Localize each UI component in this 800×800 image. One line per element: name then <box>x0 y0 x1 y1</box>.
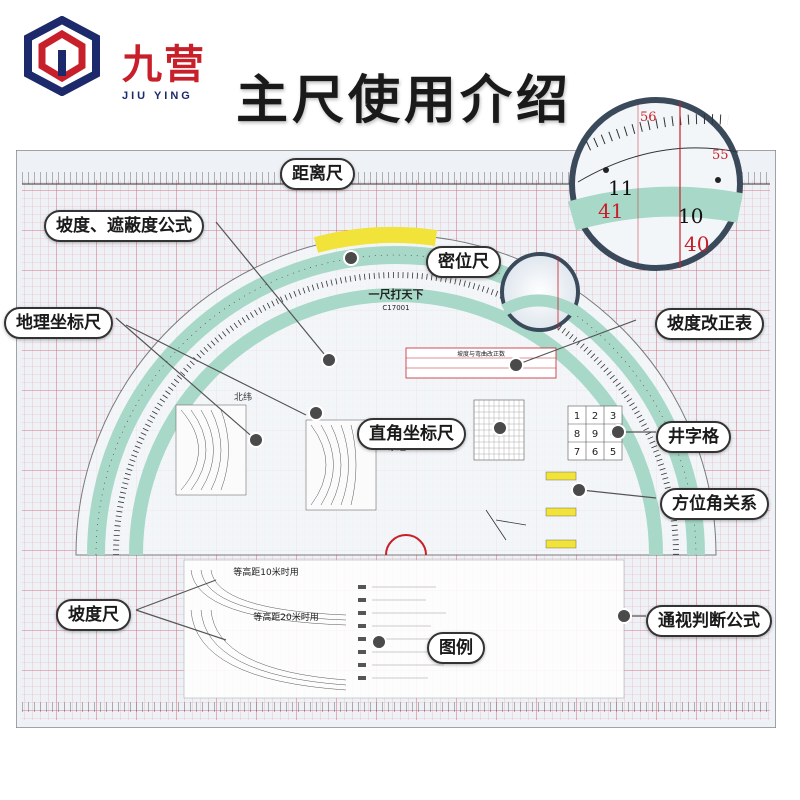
grid-number: 9 <box>592 429 598 440</box>
leader-lines <box>115 221 657 641</box>
grid-number: 2 <box>592 411 598 422</box>
mag-mid-right: 10 <box>678 204 704 228</box>
callout-slope-ruler: 坡度尺 <box>56 599 131 631</box>
ruler-title: 一尺打天下 <box>369 287 424 301</box>
page-headline: 主尺使用介绍 <box>236 71 573 131</box>
callout-azimuth-relation: 方位角关系 <box>660 488 769 520</box>
callout-slope-correction: 坡度改正表 <box>655 308 764 340</box>
slope-curves <box>190 569 347 691</box>
contour10-label: 等高距10米时用 <box>233 566 298 578</box>
grid-number: 3 <box>610 411 616 422</box>
callout-grid-chars: 井字格 <box>656 421 731 453</box>
small-magnifier <box>500 252 580 332</box>
ruler-model: C17001 <box>382 304 409 312</box>
table-title: 坡度与弯曲改正数 <box>457 350 505 358</box>
lower-panel <box>183 559 625 699</box>
callout-slope-formula: 坡度、遮蔽度公式 <box>44 210 204 242</box>
callout-rect-coord-ruler: 直角坐标尺 <box>357 418 466 450</box>
legend-symbols <box>358 585 446 680</box>
label-beiwei: 北纬 <box>234 391 252 403</box>
callout-legend: 图例 <box>427 632 485 664</box>
ruler-board: 一尺打天下 C17001 北纬 东经 坡度与弯曲改正数 1 2 3 8 9 4 … <box>16 150 776 728</box>
marker-dots <box>248 250 632 650</box>
grid-number: 6 <box>592 447 598 458</box>
callout-dense-ruler: 密位尺 <box>426 246 501 278</box>
large-magnifier: 56 55 11 10 41 40 <box>568 96 744 272</box>
magnifier-lens-icon <box>568 97 743 271</box>
grid-number: 1 <box>574 411 580 422</box>
grid-number: 8 <box>574 429 580 440</box>
slope-correction-table: 坡度与弯曲改正数 <box>405 347 557 379</box>
mag-outer-right: 55 <box>712 148 729 163</box>
mag-mid-left: 11 <box>608 176 634 200</box>
brand-name-cn: 九营 <box>122 42 206 88</box>
mag-outer-top: 56 <box>640 110 657 125</box>
callout-distance-ruler: 距离尺 <box>280 158 355 190</box>
contour20-label: 等高距20米时用 <box>253 611 318 623</box>
azimuth-diagram <box>485 471 577 549</box>
grid-number: 5 <box>610 447 616 458</box>
mag-inner-left: 41 <box>598 199 624 223</box>
brand-logo: 九营 JIU YING <box>22 14 222 104</box>
brand-name-en: JIU YING <box>122 90 193 102</box>
brand-emblem-icon <box>24 16 100 96</box>
bottom-ruler-ticks <box>22 702 770 712</box>
callout-visibility-formula: 通视判断公式 <box>646 605 772 637</box>
mag-inner-right: 40 <box>684 232 710 256</box>
grid-number: 7 <box>574 447 580 458</box>
callout-geo-coord-ruler: 地理坐标尺 <box>4 307 113 339</box>
